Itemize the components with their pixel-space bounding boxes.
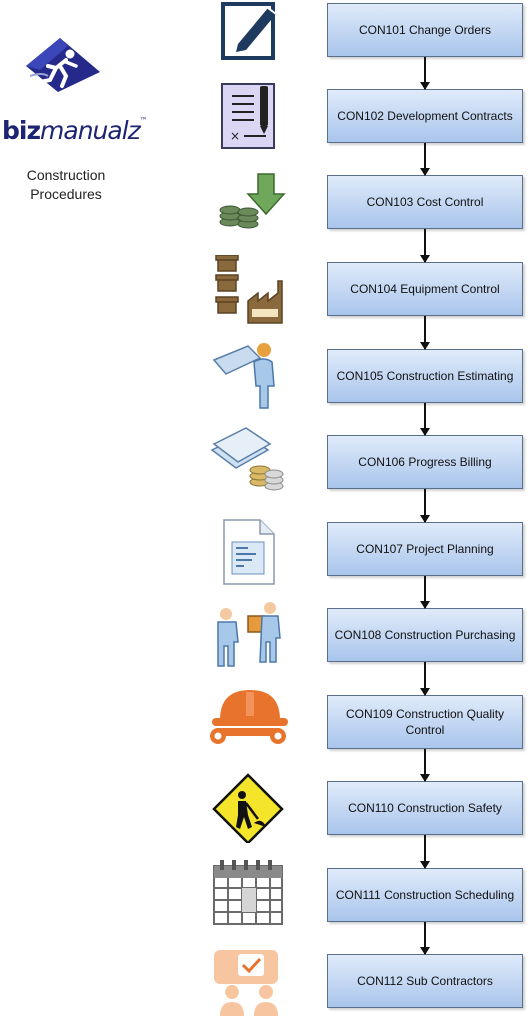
money-coins-icon [219, 173, 286, 229]
flow-arrow [420, 143, 430, 176]
purchase-handover-icon [217, 602, 281, 667]
flow-arrow [420, 576, 430, 609]
step-con105: CON105 Construction Estimating [327, 349, 523, 403]
men-at-work-sign-icon [212, 773, 284, 843]
hardhat-wrench-icon [210, 690, 288, 744]
trademark: ™ [139, 116, 148, 125]
calendar-icon [213, 860, 283, 925]
brand-wordmark-part1: biz [2, 116, 41, 145]
step-con109: CON109 Construction Quality Control [327, 695, 523, 749]
boxes-factory-icon [215, 255, 283, 324]
flow-arrow [420, 316, 430, 350]
people-chat-icon [214, 950, 278, 1016]
engineer-blueprint-icon [212, 343, 275, 409]
step-con108: CON108 Construction Purchasing [327, 608, 523, 662]
edit-document-icon [221, 2, 277, 60]
brand-wordmark-part2: manualz [40, 116, 141, 145]
step-con106: CON106 Progress Billing [327, 435, 523, 489]
flow-arrow [420, 662, 430, 696]
planning-document-icon [223, 519, 275, 585]
flow-arrow [420, 489, 430, 523]
documents-coins-icon [210, 427, 284, 491]
flow-arrow [420, 229, 430, 263]
step-con107: CON107 Project Planning [327, 522, 523, 576]
flow-arrow [420, 749, 430, 782]
step-con101: CON101 Change Orders [327, 3, 523, 57]
step-con111: CON111 Construction Scheduling [327, 868, 523, 922]
flow-arrow [420, 835, 430, 869]
subtitle: Construction Procedures [26, 167, 106, 202]
flow-arrow [420, 57, 430, 90]
step-con104: CON104 Equipment Control [327, 262, 523, 316]
brand-logo: bizmanualz™ Construction Procedures [0, 30, 148, 202]
step-con103: CON103 Cost Control [327, 175, 523, 229]
flow-arrow [420, 403, 430, 436]
svg-text:×: × [230, 129, 240, 143]
brand-wordmark: bizmanualz™ [2, 116, 148, 145]
step-con110: CON110 Construction Safety [327, 781, 523, 835]
contract-signing-icon: × [221, 83, 275, 149]
step-con112: CON112 Sub Contractors [327, 954, 523, 1008]
flow-arrow [420, 922, 430, 955]
runner-logo-icon [26, 38, 100, 92]
step-con102: CON102 Development Contracts [327, 89, 523, 143]
